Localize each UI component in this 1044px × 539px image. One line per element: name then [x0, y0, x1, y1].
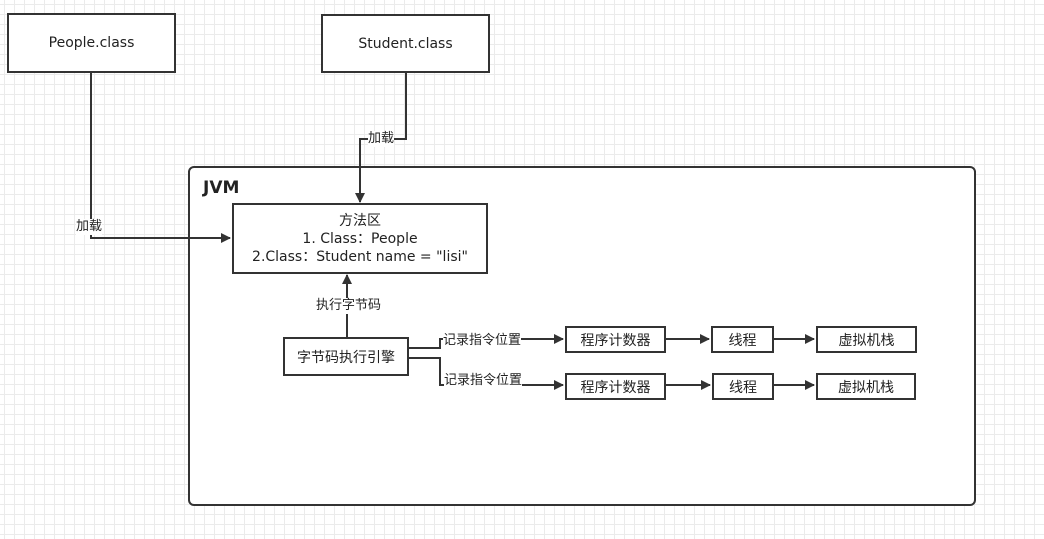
jvm-title: JVM: [203, 178, 240, 198]
method-area-line-2: 2.Class：Student name = "lisi": [252, 248, 468, 265]
people-to-method-area-edge: [90, 73, 231, 243]
method-area-title: 方法区: [339, 212, 381, 229]
record-position-label-1: 记录指令位置: [443, 333, 522, 349]
program-counter-label-2: 程序计数器: [580, 379, 651, 396]
student-class-label: Student.class: [358, 35, 453, 52]
program-counter-node-2: 程序计数器: [565, 373, 666, 400]
exec-bytecode-label: 执行字节码: [316, 298, 382, 314]
load-people-label: 加载: [76, 219, 103, 235]
thread-node-2: 线程: [712, 373, 774, 400]
thread-node-1: 线程: [711, 326, 774, 353]
people-class-node: People.class: [7, 13, 176, 73]
program-counter-node-1: 程序计数器: [565, 326, 666, 353]
vm-stack-label-1: 虚拟机栈: [838, 332, 895, 349]
student-class-node: Student.class: [321, 14, 490, 73]
thread-label-1: 线程: [728, 332, 757, 349]
method-area-line-1: 1. Class：People: [302, 230, 418, 247]
vm-stack-node-1: 虚拟机栈: [816, 326, 917, 353]
bytecode-engine-node: 字节码执行引擎: [283, 337, 409, 376]
people-class-label: People.class: [48, 35, 135, 51]
vm-stack-label-2: 虚拟机栈: [838, 379, 894, 396]
vm-stack-node-2: 虚拟机栈: [816, 373, 916, 400]
record-position-label-2: 记录指令位置: [444, 373, 523, 389]
bytecode-engine-label: 字节码执行引擎: [297, 349, 395, 366]
thread-label-2: 线程: [729, 379, 757, 396]
program-counter-label-1: 程序计数器: [580, 332, 651, 349]
method-area-node: 方法区 1. Class：People 2.Class：Student name…: [232, 203, 488, 274]
load-student-label: 加载: [368, 131, 395, 147]
